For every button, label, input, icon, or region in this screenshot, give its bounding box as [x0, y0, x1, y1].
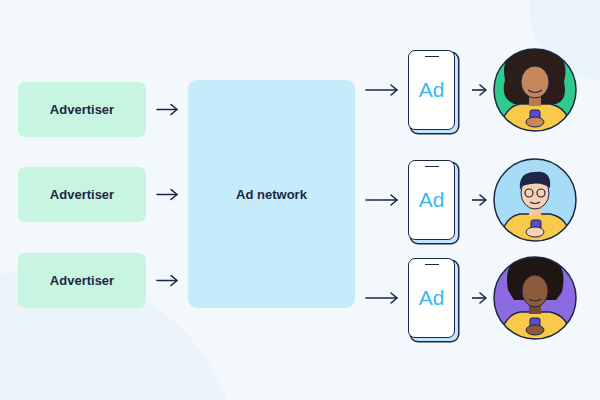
phone-screen: Ad: [408, 258, 455, 338]
flow-arrow: [366, 199, 397, 201]
box-label: Advertiser: [50, 273, 114, 288]
arrow: [472, 89, 486, 91]
phone-screen: Ad: [408, 50, 455, 130]
person-avatar: [494, 159, 576, 250]
flow-arrow: [157, 194, 177, 196]
phone-screen: Ad: [408, 160, 455, 240]
ad-network-box: Ad network: [188, 80, 355, 308]
ad-label: Ad: [419, 188, 445, 212]
flow-arrow: [366, 297, 397, 299]
advertiser-box: Advertiser: [18, 167, 146, 222]
advertiser-box: Advertiser: [18, 82, 146, 137]
flow-arrow: [157, 109, 177, 111]
ad-label: Ad: [419, 78, 445, 102]
person-avatar: [494, 46, 576, 140]
flow-arrow: [366, 89, 397, 91]
arrow: [472, 199, 486, 201]
arrow: [472, 297, 486, 299]
box-label: Advertiser: [50, 102, 114, 117]
flow-arrow: [157, 280, 177, 282]
box-label: Advertiser: [50, 187, 114, 202]
person-avatar: [494, 254, 576, 348]
ad-label: Ad: [419, 286, 445, 310]
box-label: Ad network: [236, 187, 307, 202]
advertiser-box: Advertiser: [18, 253, 146, 308]
